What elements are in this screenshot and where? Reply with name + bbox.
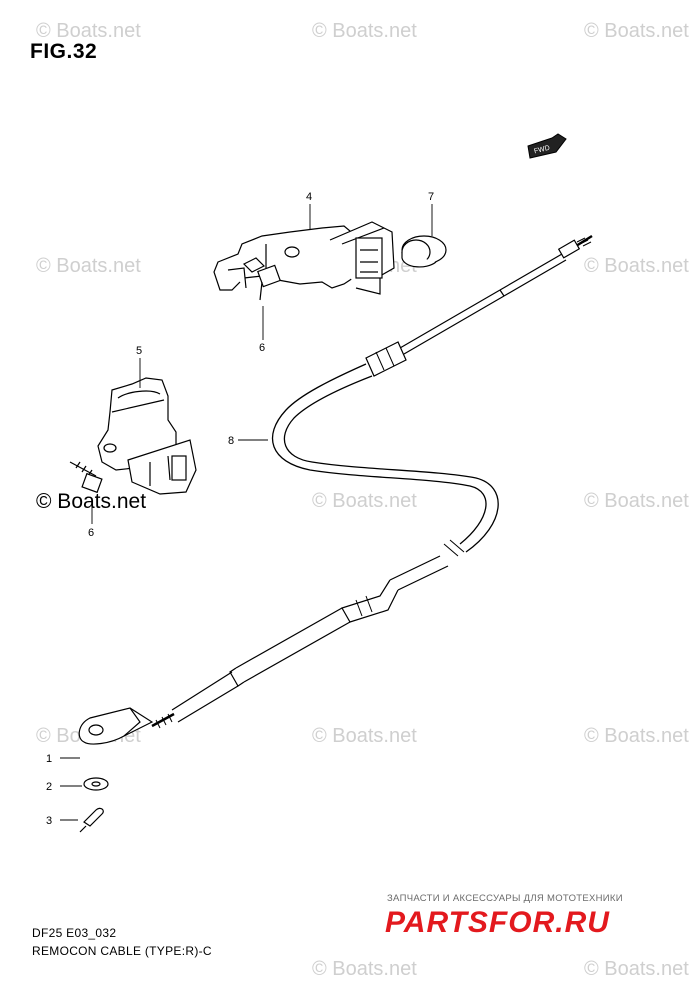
callout-6-upper: 6: [259, 342, 265, 354]
watermark: © Boats.net: [584, 725, 689, 747]
shop-tagline: ЗАПЧАСТИ И АКСЕССУАРЫ ДЛЯ МОТОТЕХНИКИ: [387, 893, 623, 904]
remocon-cable: [151, 234, 593, 729]
callout-7: 7: [428, 191, 434, 203]
fwd-arrow-icon: FWD: [527, 133, 567, 159]
figure-title: FIG.32: [30, 40, 98, 63]
leader-lines: [60, 204, 433, 821]
watermark: © Boats.net: [584, 490, 689, 512]
bracket-upper-part: [213, 221, 395, 295]
washer-part: [83, 777, 109, 791]
callout-1: 1: [46, 753, 52, 765]
fwd-label: FWD: [533, 145, 550, 156]
watermark: © Boats.net: [36, 20, 141, 42]
watermark: © Boats.net: [312, 20, 417, 42]
watermark: © Boats.net: [312, 725, 417, 747]
cotter-pin-part: [79, 807, 104, 833]
diagram-caption: REMOCON CABLE (TYPE:R)-C: [32, 944, 212, 958]
grommet-part: [401, 235, 447, 268]
watermark: © Boats.net: [584, 958, 689, 980]
callout-4: 4: [306, 191, 312, 203]
callout-8: 8: [228, 435, 234, 447]
callout-5: 5: [136, 345, 142, 357]
callout-3: 3: [46, 815, 52, 827]
watermark: © Boats.net: [312, 490, 417, 512]
watermark: © Boats.net: [584, 20, 689, 42]
bolt-upper-part: [242, 257, 281, 301]
callout-2: 2: [46, 781, 52, 793]
shop-logo: PARTSFOR.RU: [385, 906, 610, 939]
watermark: © Boats.net: [36, 255, 141, 277]
bracket-lower-part: [97, 377, 197, 495]
watermark: © Boats.net: [312, 958, 417, 980]
cable-end-part: [78, 707, 154, 745]
callout-6-lower: 6: [88, 527, 94, 539]
watermark-dark: © Boats.net: [36, 490, 147, 513]
diagram-code: DF25 E03_032: [32, 926, 117, 940]
watermark: © Boats.net: [584, 255, 689, 277]
bolt-lower-part: [69, 461, 103, 494]
